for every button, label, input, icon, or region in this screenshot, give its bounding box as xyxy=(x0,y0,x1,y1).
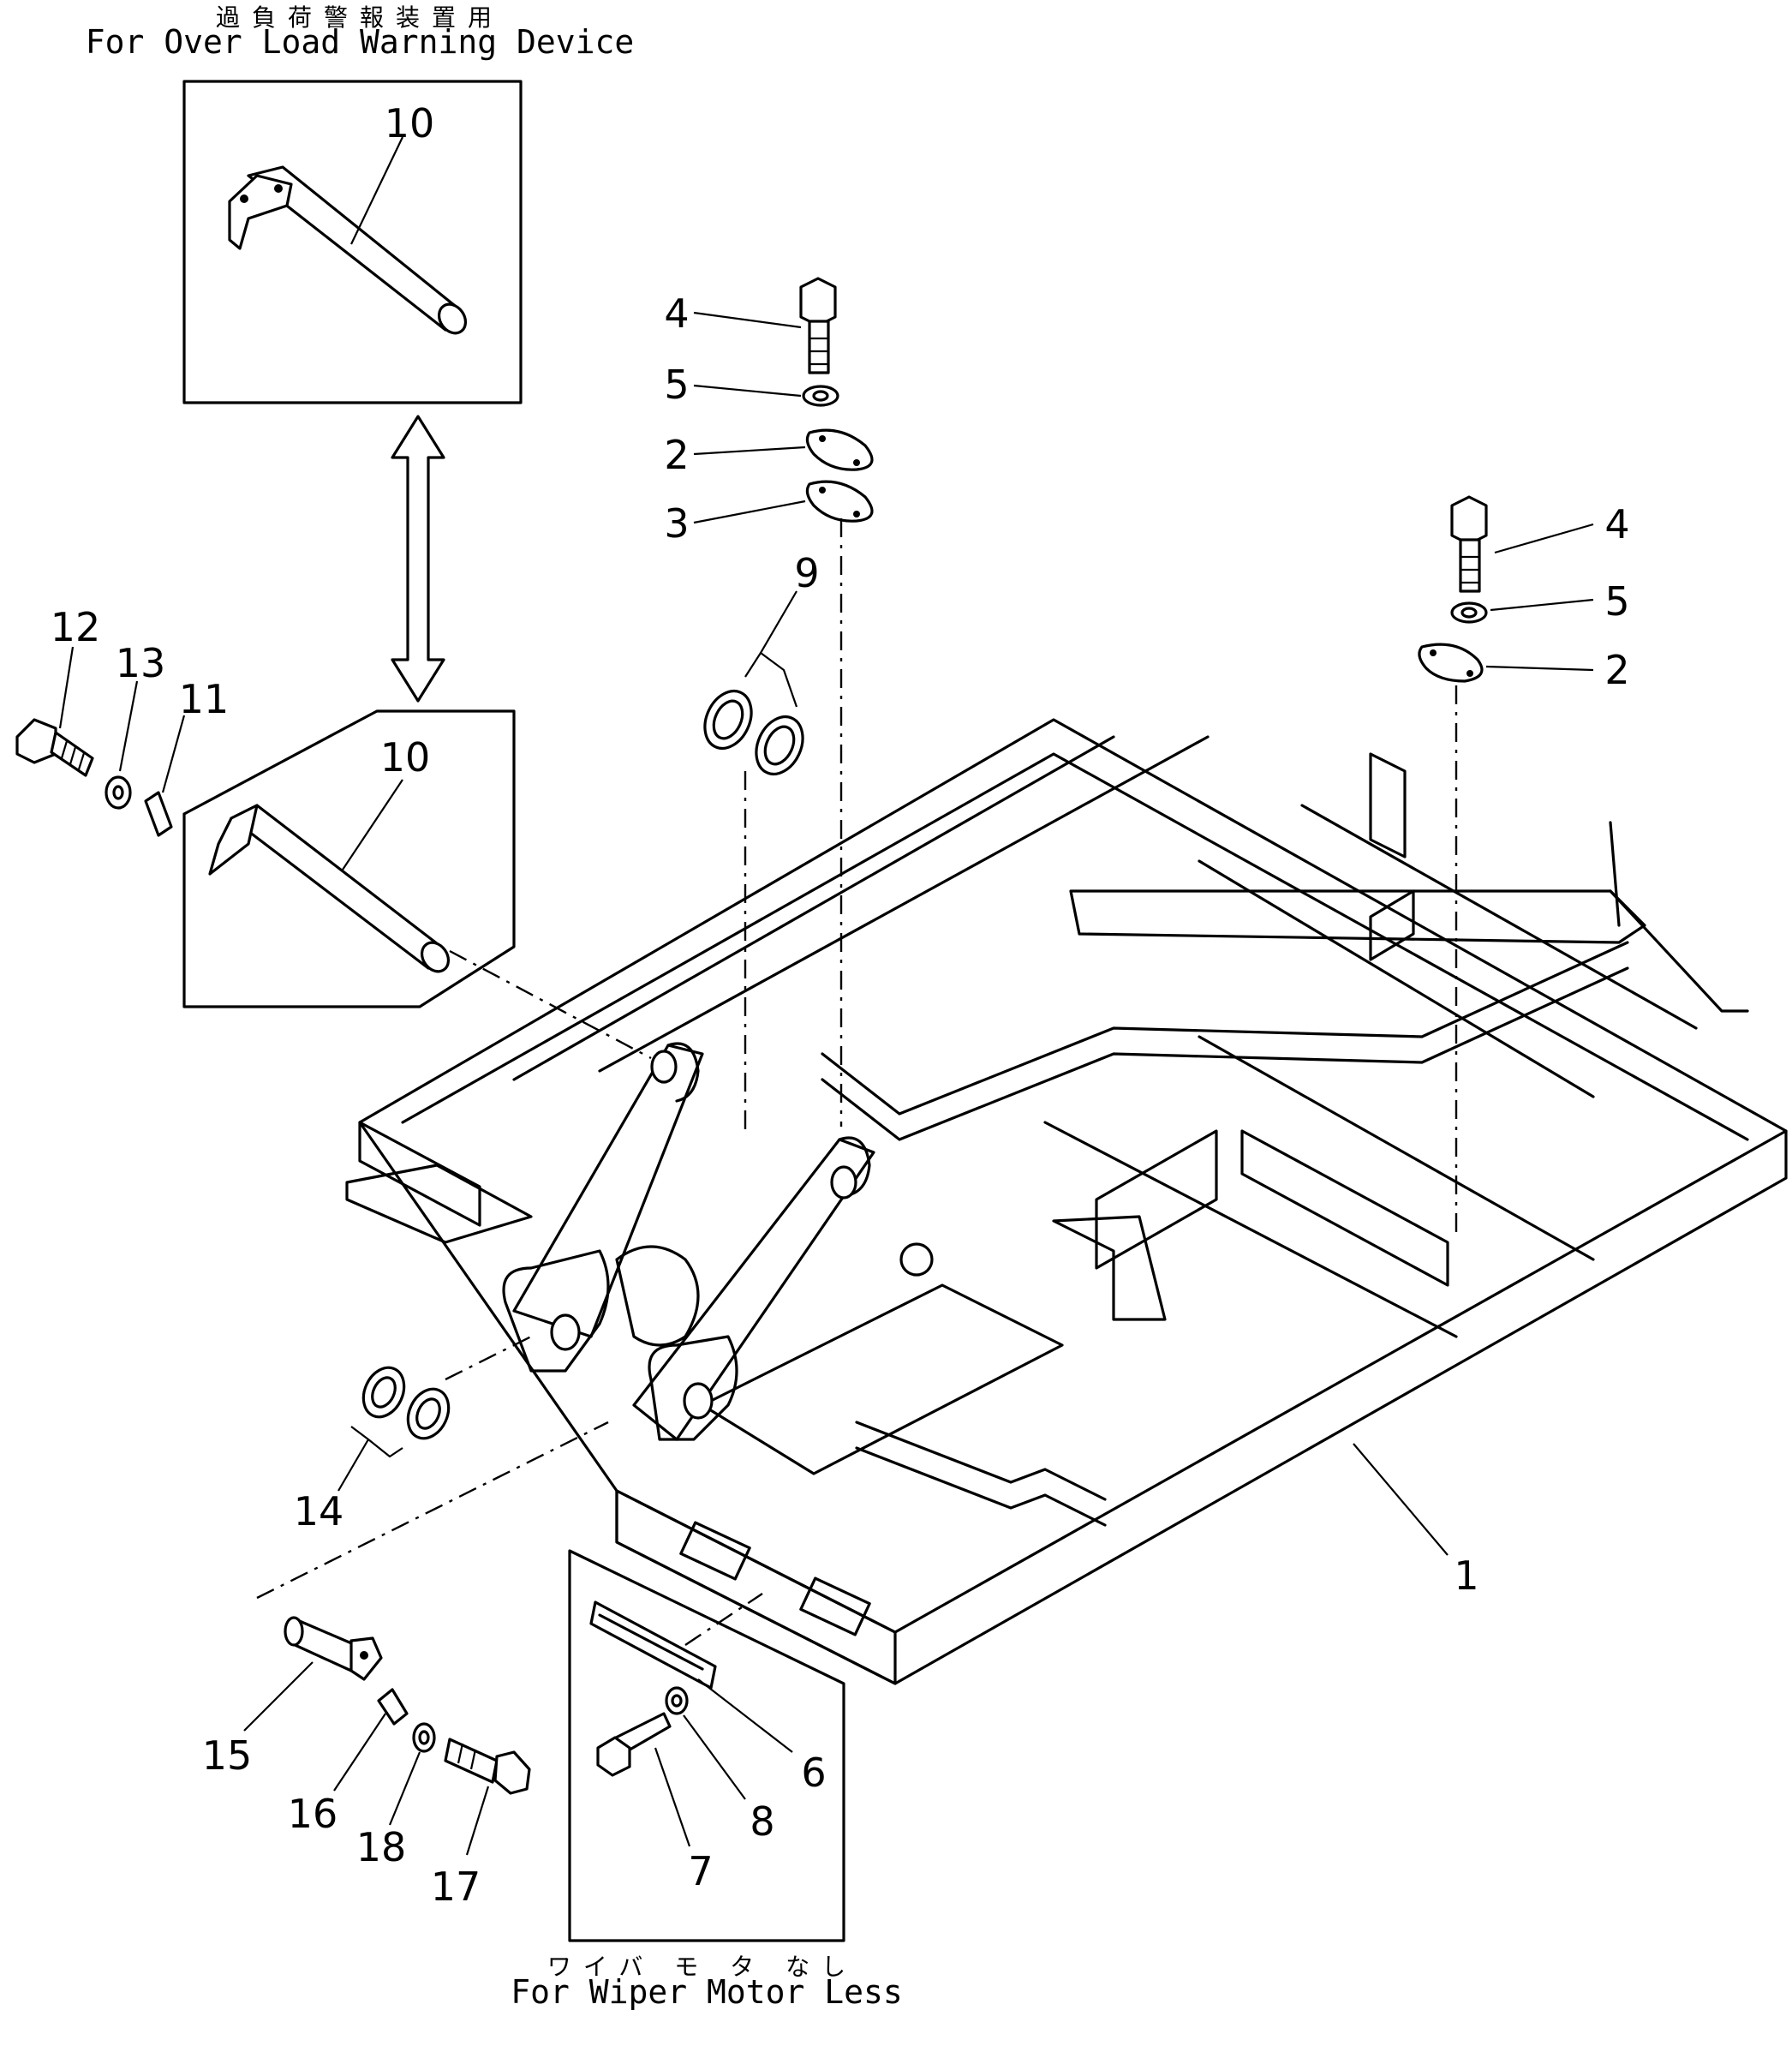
label-6: 6 xyxy=(801,1750,826,1796)
label-1: 1 xyxy=(1454,1552,1478,1599)
revolving-frame xyxy=(345,718,1788,1685)
bolt-12-assembly: 12 13 11 xyxy=(15,604,230,837)
assembly-line-pin10 xyxy=(449,949,652,1060)
inset-overload-pin: 10 xyxy=(182,80,523,404)
label-15: 15 xyxy=(202,1732,253,1779)
label-10-bottom: 10 xyxy=(380,734,431,781)
label-2-right: 2 xyxy=(1604,647,1629,693)
bolt-4-stack-left: 4 5 2 3 xyxy=(664,277,874,1127)
label-4-right: 4 xyxy=(1604,501,1629,547)
double-arrow xyxy=(391,415,445,703)
label-7: 7 xyxy=(688,1848,713,1894)
label-10-top: 10 xyxy=(385,100,435,147)
label-14: 14 xyxy=(294,1488,344,1534)
label-5-left: 5 xyxy=(664,362,689,408)
label-17: 17 xyxy=(431,1864,481,1910)
top-caption-japanese: 過負荷警報装置用 xyxy=(216,3,504,32)
assembly-line-pin15 xyxy=(256,1421,609,1600)
label-8: 8 xyxy=(750,1798,774,1845)
bolt-4-stack-right: 4 5 2 xyxy=(1418,495,1630,1234)
inset-wiper-cover: 6 8 7 xyxy=(568,1549,845,1942)
label-2-left: 2 xyxy=(664,432,689,478)
label-13: 13 xyxy=(116,640,166,686)
leader-1 xyxy=(1353,1443,1449,1556)
label-12: 12 xyxy=(51,604,101,650)
label-4-left: 4 xyxy=(664,290,689,337)
label-16: 16 xyxy=(288,1791,338,1837)
label-11: 11 xyxy=(179,676,230,722)
bottom-caption-english: For Wiper Motor Less xyxy=(511,1973,903,2011)
label-18: 18 xyxy=(356,1824,407,1870)
inset-standard-pin: 10 xyxy=(182,709,516,1008)
top-caption-english: For Over Load Warning Device xyxy=(86,23,635,61)
label-9: 9 xyxy=(794,550,819,596)
label-3: 3 xyxy=(664,500,689,547)
shims-14: 14 xyxy=(294,1335,532,1534)
bottom-caption-japanese: ワイバ モ タ なし xyxy=(547,1953,857,1981)
label-5-right: 5 xyxy=(1604,578,1629,625)
shims-9: 9 xyxy=(703,550,820,1135)
pin-15-assembly: 15 16 18 17 xyxy=(202,1616,531,1910)
